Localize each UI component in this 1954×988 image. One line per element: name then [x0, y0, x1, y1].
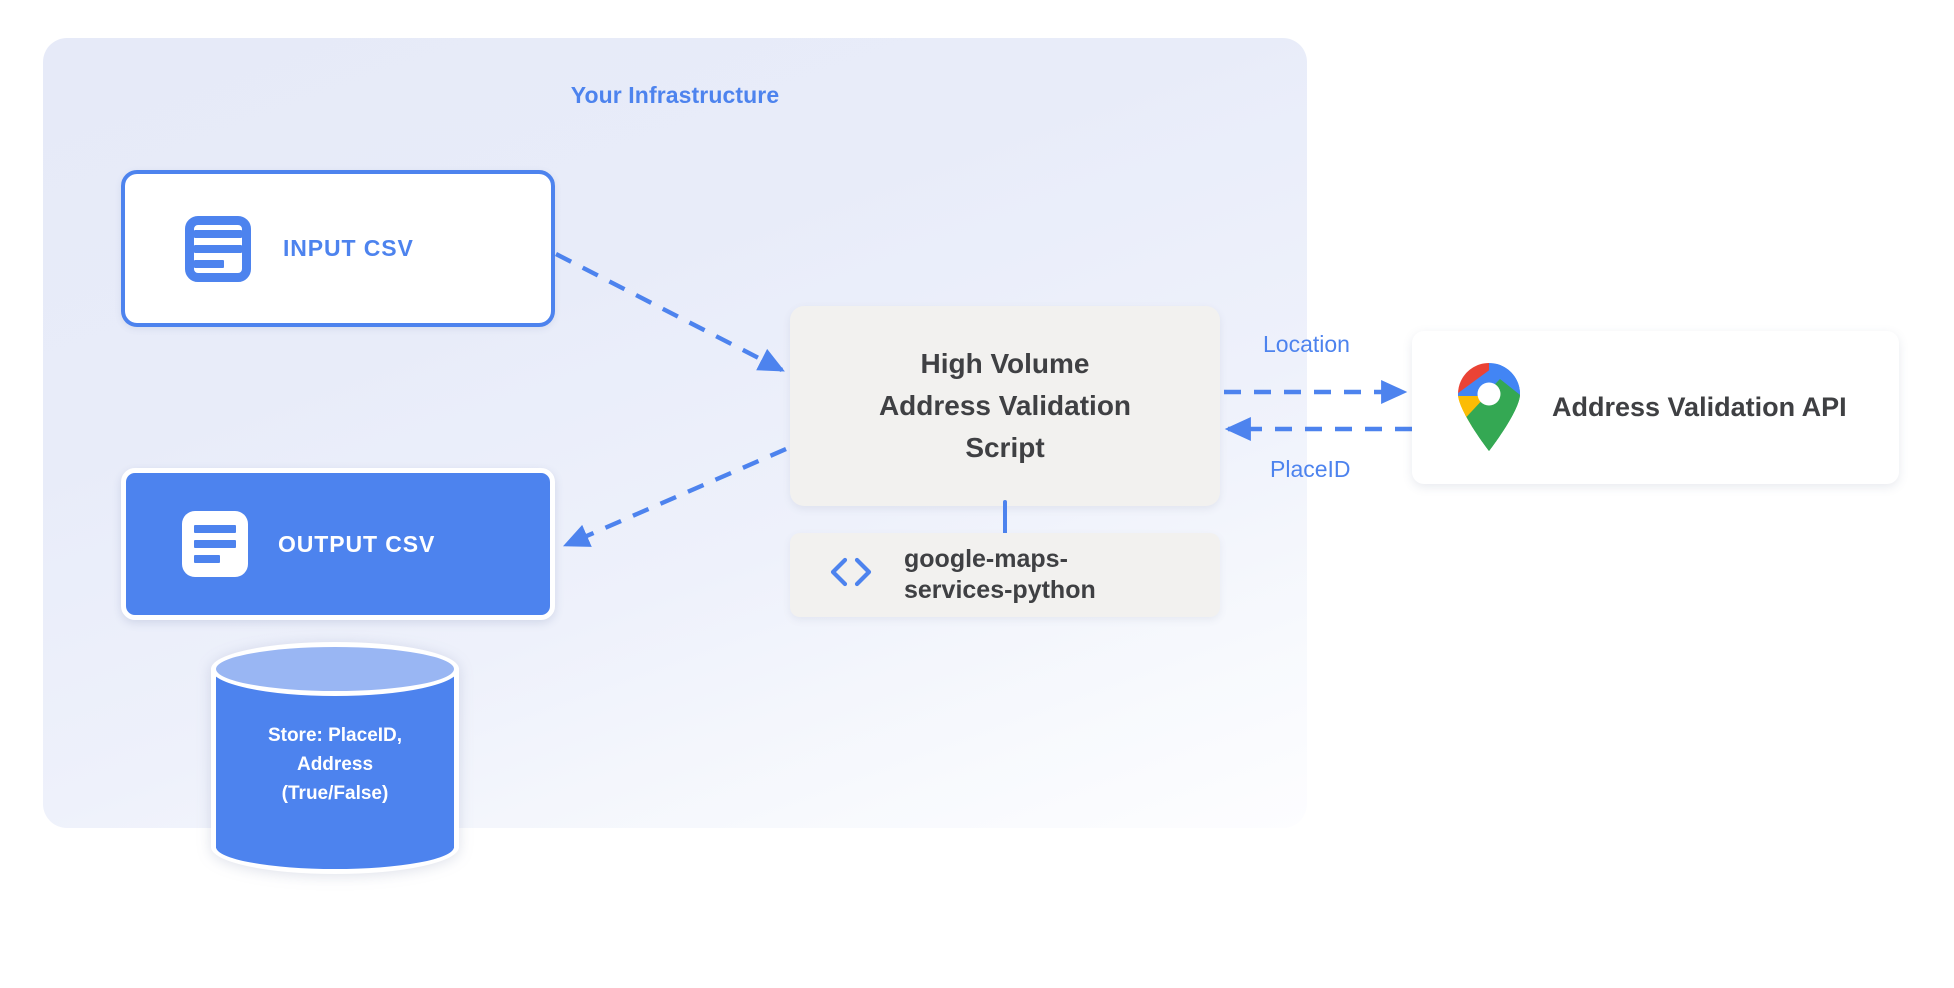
database-label-line3: (True/False) [281, 782, 389, 804]
node-output-csv[interactable]: OUTPUT CSV [121, 468, 555, 620]
database-label-line1: Store: PlaceID, [267, 725, 403, 746]
document-icon [182, 511, 248, 577]
library-label: google-maps- services-python [904, 544, 1096, 606]
library-label-line2: services-python [904, 576, 1096, 604]
code-brackets-icon [828, 556, 874, 594]
node-input-csv[interactable]: INPUT CSV [121, 170, 555, 327]
node-database[interactable]: Store: PlaceID, Address (True/False) [211, 642, 459, 874]
script-library-connector [1003, 500, 1007, 536]
panel-title: Your Infrastructure [570, 82, 780, 108]
node-client-library[interactable]: google-maps- services-python [790, 533, 1220, 617]
database-top-ellipse [211, 642, 459, 696]
edge-label-placeid: PlaceID [1270, 456, 1351, 482]
output-csv-label: OUTPUT CSV [278, 530, 436, 557]
database-label: Store: PlaceID, Address (True/False) [211, 722, 459, 809]
document-icon [185, 215, 251, 282]
google-maps-pin-icon [1454, 362, 1524, 453]
node-address-validation-api[interactable]: Address Validation API [1412, 331, 1899, 484]
database-label-line2: Address [296, 753, 374, 775]
script-label-line1: High Volume [920, 348, 1090, 380]
input-csv-label: INPUT CSV [283, 235, 414, 261]
database-body [211, 668, 459, 848]
node-validation-script[interactable]: High Volume Address Validation Script [790, 306, 1220, 506]
script-label-line3: Script [965, 431, 1045, 463]
script-label-line2: Address Validation [878, 390, 1132, 422]
library-label-line1: google-maps- [904, 545, 1068, 573]
edge-label-location: Location [1263, 331, 1350, 357]
api-label: Address Validation API [1552, 392, 1847, 422]
